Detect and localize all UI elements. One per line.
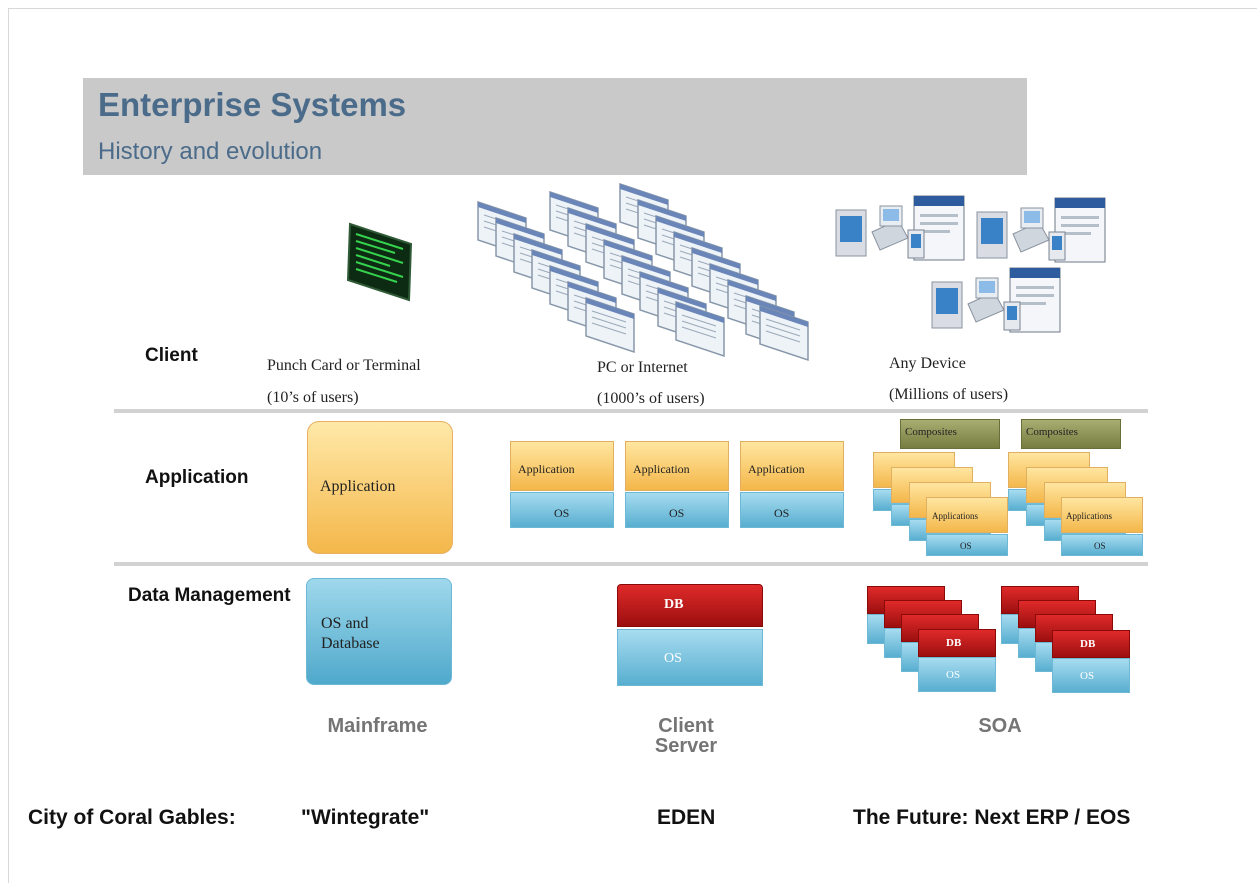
terminal-icon xyxy=(346,222,413,302)
client-cs-text: PC or Internet xyxy=(597,359,688,376)
cs-application-label: Application xyxy=(748,462,805,476)
era-mainframe: Mainframe xyxy=(327,715,428,737)
cs-os-box xyxy=(625,492,729,528)
era-soa: SOA xyxy=(978,715,1022,737)
client-soa-text: Any Device xyxy=(889,355,966,372)
cs-db-label: DB xyxy=(664,597,684,612)
cs-application-box xyxy=(625,441,729,491)
cs-os-label: OS xyxy=(669,506,685,520)
soa-db-label: DB xyxy=(1080,638,1096,650)
divider-application xyxy=(114,562,1148,566)
soa-composites-label: Composites xyxy=(1026,426,1078,438)
footer-cs-system: EDEN xyxy=(657,806,716,829)
cs-os-box xyxy=(740,492,844,528)
pc-screens-icon xyxy=(477,183,809,361)
soa-db-os-stack xyxy=(918,657,996,692)
mainframe-os-db-label: OS and Database xyxy=(321,615,380,652)
soa-app-stack xyxy=(1061,497,1143,533)
footer-soa-system: The Future: Next ERP / EOS xyxy=(853,806,1131,829)
client-cs-users: (1000’s of users) xyxy=(597,390,705,407)
soa-db-os-stack xyxy=(1052,658,1130,693)
cs-application-box xyxy=(740,441,844,491)
cs-application-box xyxy=(510,441,614,491)
mainframe-os-db-box xyxy=(306,578,452,685)
soa-composites-box xyxy=(900,419,1000,449)
soa-os-stack xyxy=(926,534,1008,556)
slide-header: Enterprise Systems History and evolution xyxy=(83,78,1027,175)
slide-title: Enterprise Systems xyxy=(98,86,407,123)
cs-os-box xyxy=(510,492,614,528)
soa-os-stack xyxy=(1061,534,1143,556)
cs-application-label: Application xyxy=(633,462,690,476)
row-label-data: Data Management xyxy=(128,585,291,606)
soa-app-stack xyxy=(926,497,1008,533)
soa-composites-label: Composites xyxy=(905,426,957,438)
soa-composites-box xyxy=(1021,419,1121,449)
client-soa-users: (Millions of users) xyxy=(889,386,1009,403)
cs-db-os-box xyxy=(617,629,763,686)
cs-db-box xyxy=(617,584,763,627)
soa-applications-label: Applications xyxy=(932,511,978,521)
soa-os-label: OS xyxy=(1094,541,1106,551)
devices-icon xyxy=(835,195,1106,333)
mainframe-application-label: Application xyxy=(320,478,396,495)
cs-os-label: OS xyxy=(554,506,570,520)
client-mainframe-text: Punch Card or Terminal xyxy=(267,357,421,374)
cs-db-os-label: OS xyxy=(664,651,682,666)
soa-db-stack xyxy=(1052,630,1130,658)
client-mainframe-users: (10’s of users) xyxy=(267,389,359,406)
mainframe-application-box xyxy=(307,421,453,554)
soa-db-stack xyxy=(918,629,996,657)
cs-os-label: OS xyxy=(774,506,790,520)
slide-subtitle: History and evolution xyxy=(98,138,323,165)
slide-frame xyxy=(8,8,1257,883)
soa-db-os-label: OS xyxy=(946,669,961,681)
footer-mainframe-system: "Wintegrate" xyxy=(301,806,430,829)
footer-label: City of Coral Gables: xyxy=(28,806,236,829)
row-label-application: Application xyxy=(145,467,249,488)
soa-applications-label: Applications xyxy=(1066,511,1112,521)
divider-client xyxy=(114,409,1148,413)
soa-db-os-label: OS xyxy=(1080,670,1095,682)
soa-db-label: DB xyxy=(946,637,962,649)
row-label-client: Client xyxy=(145,345,198,366)
era-client-server: Client Server xyxy=(654,715,718,757)
soa-os-label: OS xyxy=(960,541,972,551)
cs-application-label: Application xyxy=(518,462,575,476)
